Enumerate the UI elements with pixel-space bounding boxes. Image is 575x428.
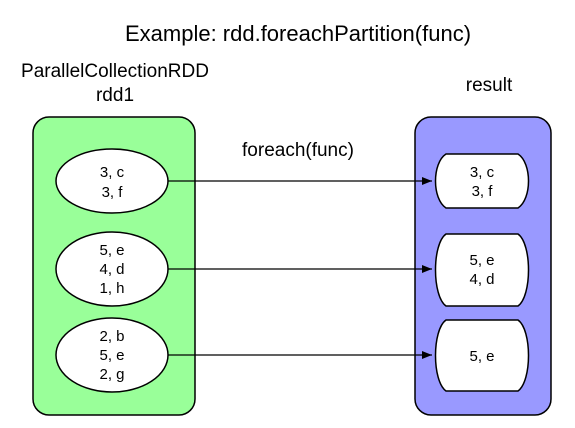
right-partition-3: 5, e <box>434 319 530 392</box>
right-partition-2: 5, e 4, d <box>434 233 530 307</box>
left-rdd-type-label: ParallelCollectionRDD <box>21 61 209 82</box>
left-partition-3-line-2: 5, e <box>99 347 124 364</box>
left-partition-1-line-2: 3, f <box>102 184 124 201</box>
diagram-title: Example: rdd.foreachPartition(func) <box>125 21 471 46</box>
right-partition-1-line-1: 3, c <box>470 164 495 181</box>
left-partition-3: 2, b 5, e 2, g <box>55 317 169 393</box>
right-partition-3-line-1: 5, e <box>469 348 494 365</box>
right-partition-1-line-2: 3, f <box>472 183 494 200</box>
left-partition-1-line-1: 3, c <box>100 164 125 181</box>
left-partition-2-line-1: 5, e <box>99 242 124 259</box>
left-partition-1: 3, c 3, f <box>55 148 169 214</box>
left-partition-3-line-3: 2, g <box>99 366 124 383</box>
left-rdd-name: rdd1 <box>96 85 134 106</box>
left-partition-2-line-2: 4, d <box>99 261 124 278</box>
left-partition-3-line-1: 2, b <box>99 328 124 345</box>
right-partition-1: 3, c 3, f <box>434 153 530 209</box>
left-partition-2: 5, e 4, d 1, h <box>55 231 169 307</box>
right-rdd-name: result <box>466 75 513 96</box>
operation-label: foreach(func) <box>242 140 354 161</box>
right-partition-2-line-1: 5, e <box>469 252 494 269</box>
right-partition-2-line-2: 4, d <box>469 271 494 288</box>
left-partition-2-line-3: 1, h <box>99 280 124 297</box>
